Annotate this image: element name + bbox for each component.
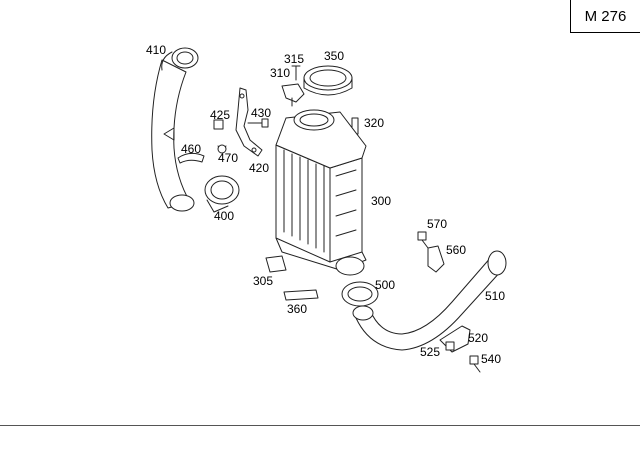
hose-clamp-500 <box>341 281 379 307</box>
bolt-570 <box>417 231 429 249</box>
callout-420: 420 <box>249 161 269 175</box>
callout-470: 470 <box>218 151 238 165</box>
callout-570: 570 <box>427 217 447 231</box>
callout-510: 510 <box>485 289 505 303</box>
holder-305 <box>265 255 287 273</box>
callout-525: 525 <box>420 345 440 359</box>
bracket-560 <box>427 245 445 273</box>
coupling-350 <box>303 65 353 96</box>
bolt-540 <box>469 355 481 373</box>
callout-300: 300 <box>371 194 391 208</box>
charge-air-cooler-300 <box>275 109 367 276</box>
hose-clamp-400 <box>204 175 240 213</box>
bracket-420 <box>235 87 263 157</box>
bracket-360 <box>283 289 319 301</box>
bolt-430 <box>247 118 269 128</box>
nut-425 <box>213 119 224 130</box>
holder-460 <box>177 152 205 164</box>
callout-400: 400 <box>214 209 234 223</box>
callout-310: 310 <box>270 66 290 80</box>
callout-520: 520 <box>468 331 488 345</box>
drawing-code-box: M 276 <box>570 0 640 33</box>
callout-410: 410 <box>146 43 166 57</box>
nut-525 <box>445 341 455 351</box>
charge-air-pipe-510 <box>352 250 507 351</box>
sensor-310 <box>281 83 305 107</box>
charge-air-pipe-410 <box>151 47 199 212</box>
callout-320: 320 <box>364 116 384 130</box>
callout-540: 540 <box>481 352 501 366</box>
screw-315 <box>291 65 301 81</box>
callout-305: 305 <box>253 274 273 288</box>
callout-350: 350 <box>324 49 344 63</box>
callout-425: 425 <box>210 108 230 122</box>
callout-500: 500 <box>375 278 395 292</box>
bottom-divider <box>0 425 640 426</box>
screw-470 <box>217 144 227 154</box>
callout-315: 315 <box>284 52 304 66</box>
callout-560: 560 <box>446 243 466 257</box>
callout-460: 460 <box>181 142 201 156</box>
drawing-code: M 276 <box>584 7 627 25</box>
callout-360: 360 <box>287 302 307 316</box>
callout-430: 430 <box>251 106 271 120</box>
